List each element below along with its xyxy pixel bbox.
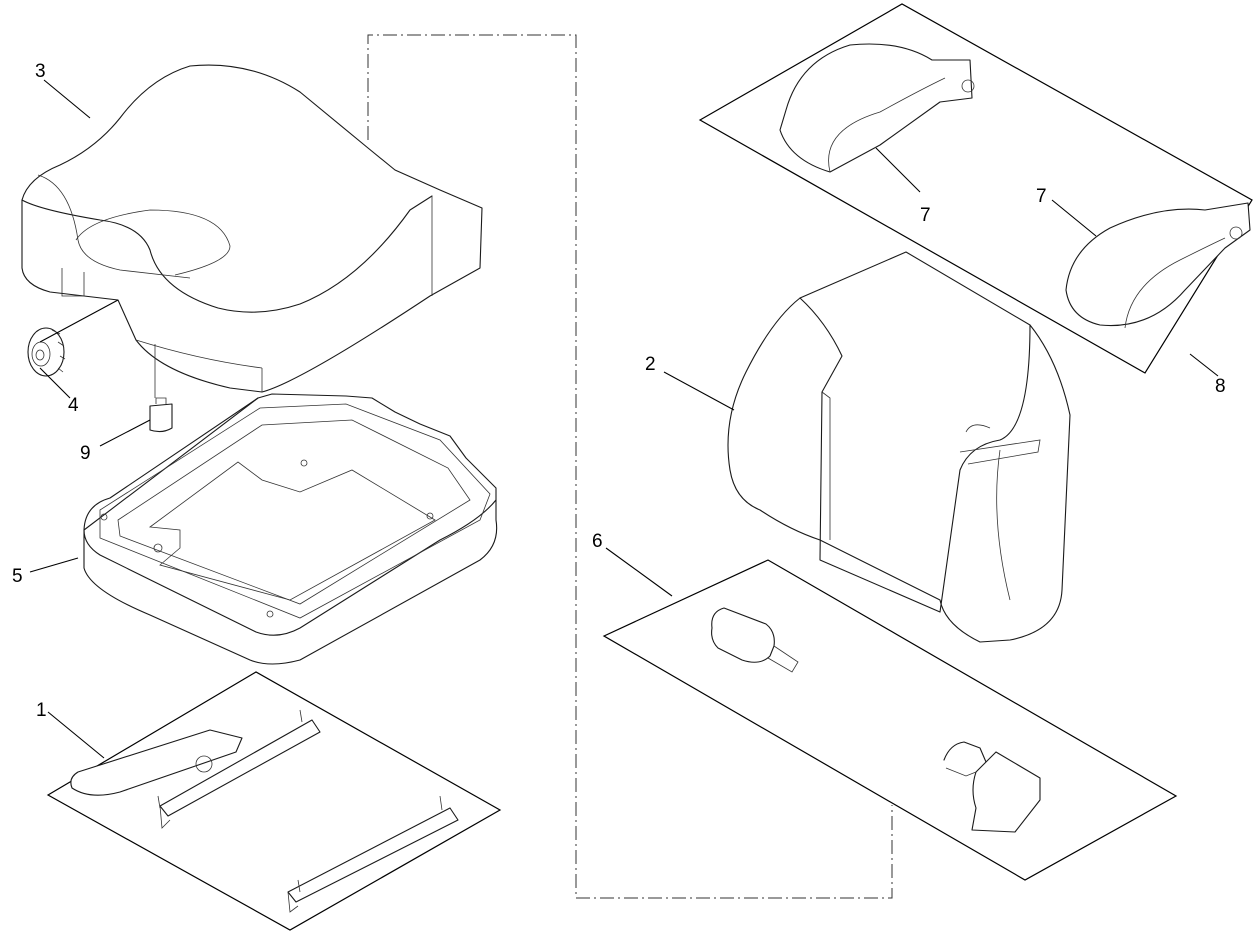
callout-6: 6 bbox=[592, 531, 603, 552]
leader-line-3 bbox=[43, 79, 91, 119]
seat-pan bbox=[83, 393, 498, 665]
seat-belt bbox=[602, 559, 1178, 881]
leader-line-7b bbox=[1051, 199, 1097, 237]
slide-rails-panel bbox=[46, 671, 502, 931]
leader-line-8 bbox=[1189, 353, 1219, 377]
callout-8: 8 bbox=[1215, 376, 1226, 397]
callout-3: 3 bbox=[35, 61, 46, 82]
leader-line-1 bbox=[47, 711, 105, 759]
callout-1: 1 bbox=[36, 700, 47, 721]
backrest bbox=[727, 251, 1071, 643]
leader-line-4 bbox=[39, 299, 119, 399]
callout-7b: 7 bbox=[1036, 186, 1047, 207]
slide-rails bbox=[46, 671, 502, 931]
leader-line-7a bbox=[875, 147, 921, 193]
callout-5: 5 bbox=[12, 566, 23, 587]
callout-2: 2 bbox=[645, 354, 656, 375]
leader-line-6 bbox=[605, 547, 673, 597]
seat-belt-panel bbox=[602, 559, 1178, 881]
adjustment-knob bbox=[27, 327, 66, 377]
leader-line-9 bbox=[99, 419, 151, 447]
callout-7a: 7 bbox=[920, 205, 931, 226]
callout-4: 4 bbox=[68, 395, 79, 416]
leader-line-2 bbox=[663, 371, 735, 411]
assembly-guide-line bbox=[367, 34, 893, 899]
callout-9: 9 bbox=[80, 443, 91, 464]
leader-line-5 bbox=[29, 557, 79, 573]
armrests-panel bbox=[698, 3, 1253, 374]
seat-cushion bbox=[21, 64, 483, 393]
armrests bbox=[698, 3, 1253, 374]
seat-clip bbox=[149, 344, 173, 433]
